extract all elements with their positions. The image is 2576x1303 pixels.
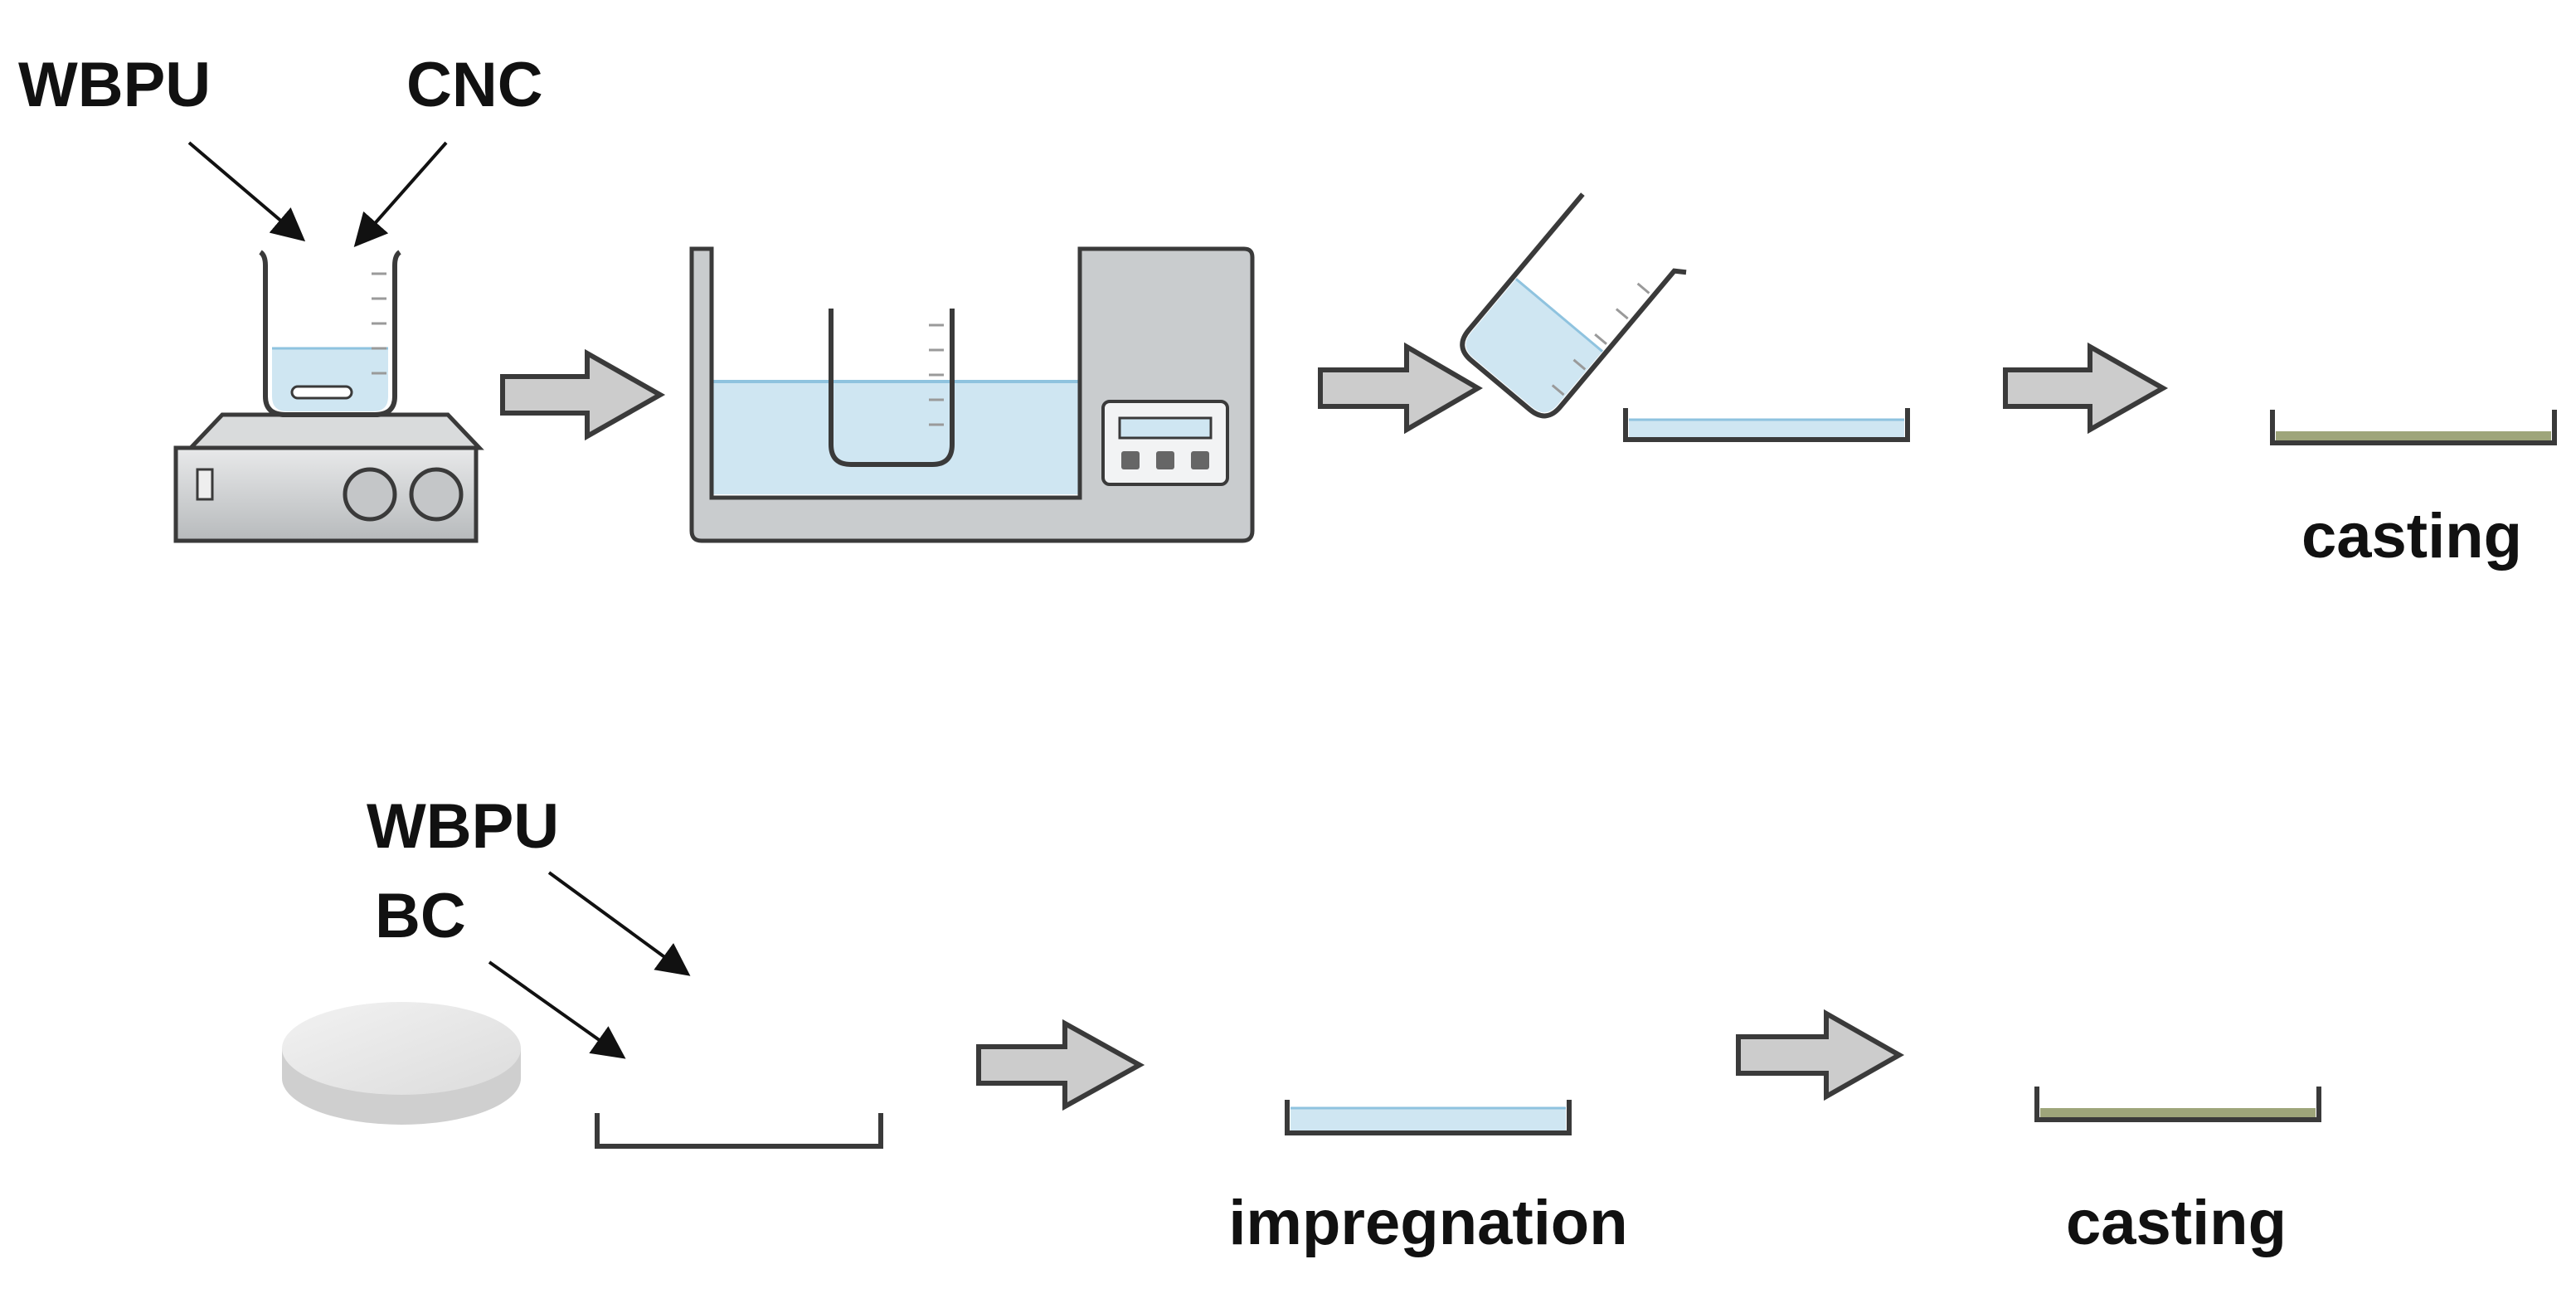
label-wbpu-top: WBPU xyxy=(18,50,211,120)
control-panel xyxy=(1101,400,1229,486)
pointer-arrow-wbpu xyxy=(187,141,306,242)
knob-icon xyxy=(409,467,464,522)
petri-dish-liquid xyxy=(1623,408,1910,442)
button-icon xyxy=(1191,451,1209,469)
ultrasonic-bath xyxy=(689,246,1255,543)
label-cnc: CNC xyxy=(406,50,543,120)
petri-dish-impregnation xyxy=(1285,1100,1572,1135)
stir-bar-icon xyxy=(290,385,353,400)
display-screen-icon xyxy=(1118,416,1213,440)
flow-arrow-2 xyxy=(1318,342,1483,435)
bc-disk xyxy=(282,1002,521,1125)
petri-dish-film xyxy=(2270,410,2557,445)
pointer-arrow-wbpu-2 xyxy=(547,871,691,976)
flow-arrow-3 xyxy=(2003,342,2169,435)
label-wbpu-bottom: WBPU xyxy=(367,791,559,862)
button-icon xyxy=(1121,451,1140,469)
magnetic-stirrer xyxy=(173,412,484,543)
flow-arrow-1 xyxy=(500,348,666,441)
label-impregnation: impregnation xyxy=(1228,1188,1627,1258)
label-casting-top: casting xyxy=(2301,501,2522,571)
beaker-stirring xyxy=(259,250,401,417)
pointer-arrow-bc xyxy=(488,960,626,1059)
flow-arrow-4 xyxy=(976,1019,1145,1111)
petri-dish-film-2 xyxy=(2034,1087,2321,1122)
pouring-beaker xyxy=(1460,192,1687,419)
label-casting-bottom: casting xyxy=(2066,1188,2287,1258)
power-switch-icon xyxy=(196,468,214,501)
label-bc: BC xyxy=(375,881,466,951)
knob-icon xyxy=(343,467,397,522)
empty-dish xyxy=(595,1113,883,1149)
beaker-in-bath xyxy=(829,309,955,467)
flow-arrow-5 xyxy=(1736,1009,1905,1101)
process-row-1: WBPU CNC xyxy=(18,50,2557,571)
pointer-arrow-cnc xyxy=(353,141,448,247)
process-row-2: WBPU BC impregnation casting xyxy=(282,791,2321,1258)
button-icon xyxy=(1156,451,1174,469)
